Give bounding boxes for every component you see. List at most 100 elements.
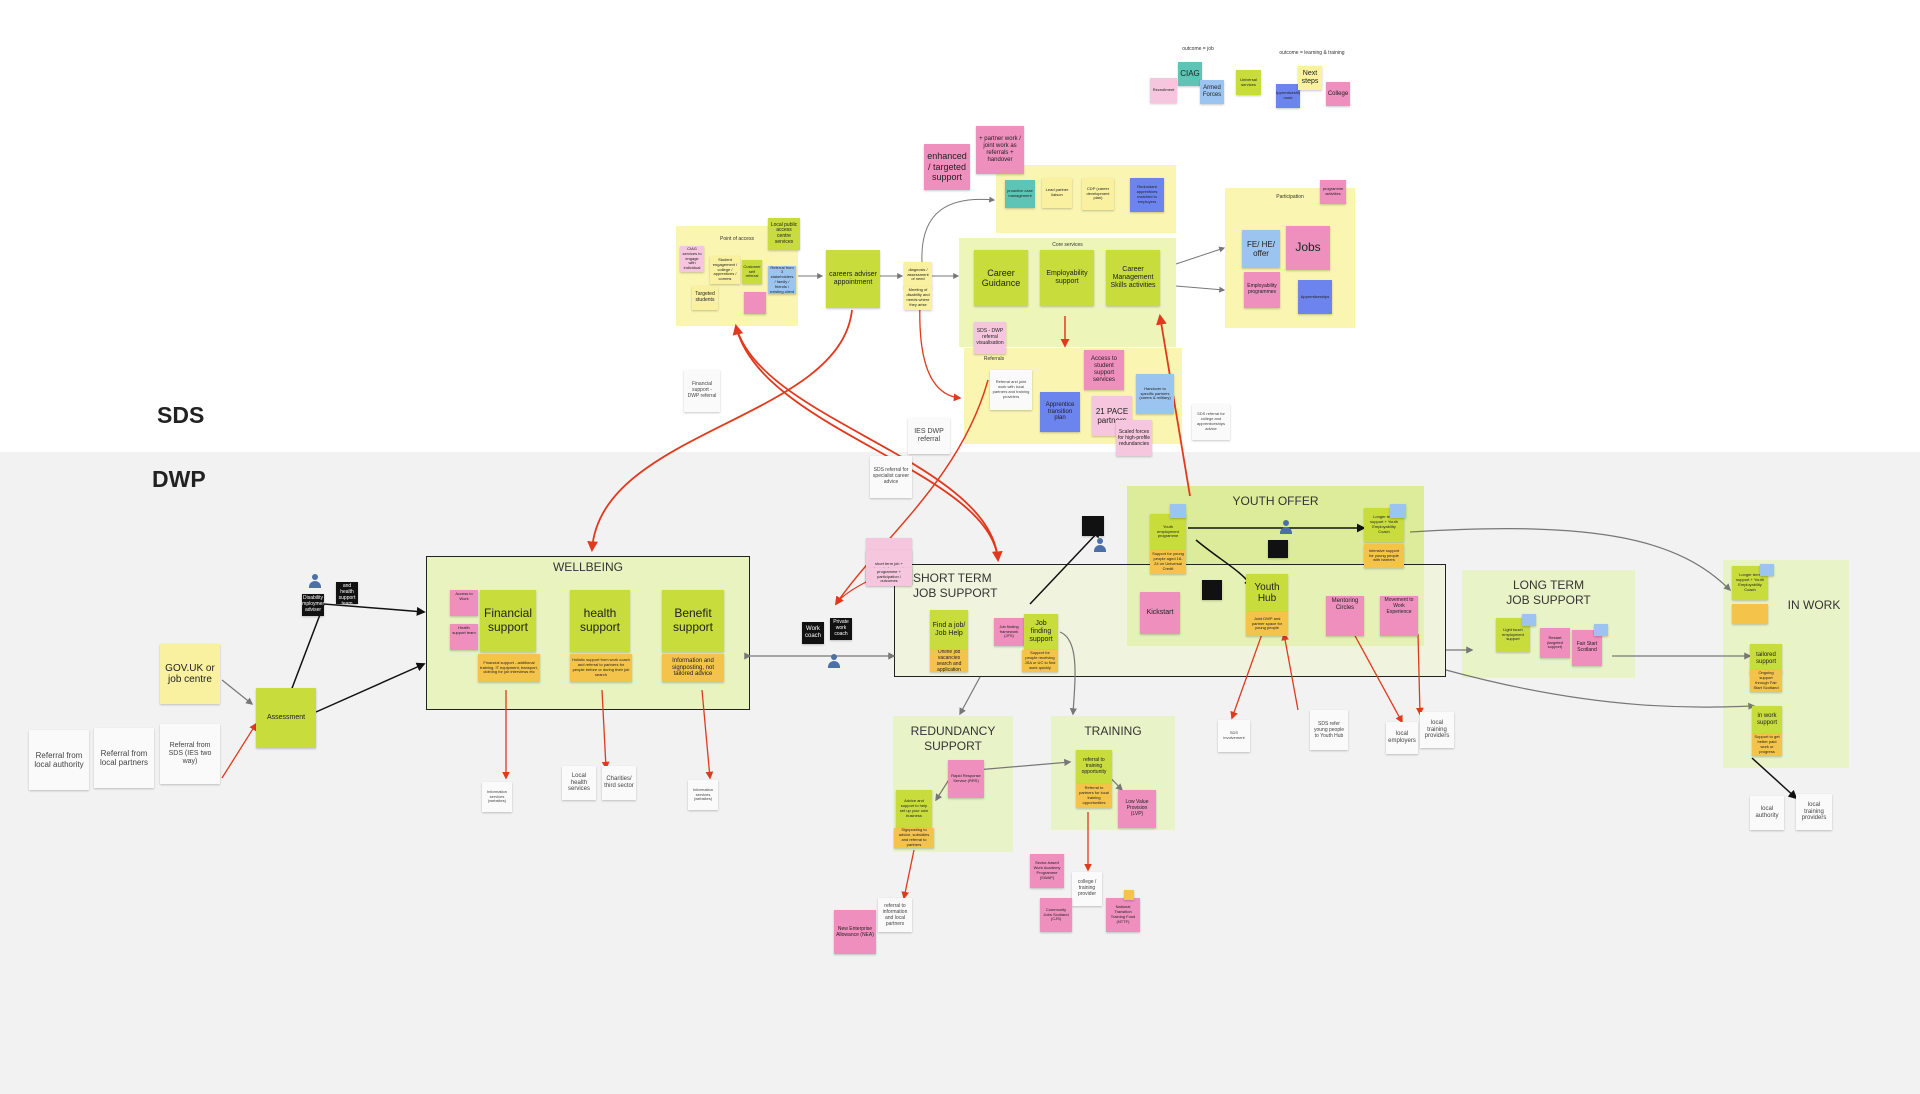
note-employability-programmes: Employability programmes bbox=[1244, 272, 1280, 308]
note-referral-from-sds: Referral from SDS (IES two way) bbox=[160, 724, 220, 784]
note-benefit-detail: Information and signposting, not tailore… bbox=[662, 654, 724, 682]
note-diagnosis: diagnosis / assessment of need bbox=[904, 262, 932, 288]
note-low-value-provision: Low Value Provision (LVP) bbox=[1118, 790, 1156, 828]
note-referral-joint-work: Referral and joint work with local partn… bbox=[990, 370, 1032, 410]
note-local-health-services: Local health services bbox=[562, 766, 596, 800]
note-job-finding-support: Job finding support bbox=[1024, 614, 1058, 650]
note-work-experience: Movement to Work Experience bbox=[1380, 596, 1418, 636]
note-kickstart: Kickstart bbox=[1140, 592, 1180, 634]
note-youth-hub: Youth Hub bbox=[1246, 574, 1288, 612]
youth-offer-title: YOUTH OFFER bbox=[1232, 494, 1319, 508]
note-sds-refer: SDS refer young people to Youth Hub bbox=[1310, 710, 1348, 750]
long-term-job-support-zone: LONG TERM JOB SUPPORT bbox=[1462, 570, 1635, 678]
legend-outcome-job: outcome = job bbox=[1182, 46, 1214, 52]
note-community-jobs: Community Jobs Scotland (CJS) bbox=[1040, 898, 1072, 932]
note-partner-work: + partner work / joint work as referrals… bbox=[976, 126, 1024, 174]
note-charities: Charities/ third sector bbox=[602, 766, 636, 800]
note-benefit-support: Benefit support bbox=[662, 590, 724, 652]
note-longer-badge bbox=[1390, 504, 1406, 518]
long-term-title: LONG TERM JOB SUPPORT bbox=[1506, 578, 1591, 607]
note-access-to-work: Access to Work bbox=[450, 590, 478, 616]
note-longer-detail: Intensive support for young people with … bbox=[1364, 544, 1404, 568]
note-handover-partners: Handover to specific partners (carers & … bbox=[1136, 374, 1174, 414]
point-of-access-title: Point of access bbox=[720, 236, 754, 242]
dwp-lane-label: DWP bbox=[152, 466, 206, 492]
note-info-services-2: Information services (websites) bbox=[688, 780, 718, 810]
note-youth-employment: Youth employment programme bbox=[1150, 514, 1186, 550]
note-youth-detail: Support for young people aged 18-24 on U… bbox=[1150, 550, 1186, 574]
note-fair-start-scotland: Fair Start Scotland bbox=[1572, 630, 1602, 666]
training-zone: TRAINING bbox=[1051, 716, 1175, 830]
note-youth-hub-detail: Joint DWP and partner space for young pe… bbox=[1246, 612, 1288, 636]
note-referral-training: referral to training opportunity bbox=[1076, 750, 1112, 784]
note-cdp: CDP (career development plan) bbox=[1082, 178, 1114, 210]
redundancy-title: REDUNDANCY SUPPORT bbox=[910, 724, 996, 753]
legend-next-steps: Next steps bbox=[1298, 66, 1322, 90]
sds-lane-label: SDS bbox=[157, 402, 205, 428]
note-mentoring-circles: Mentoring Circles bbox=[1326, 596, 1364, 636]
note-pink-small-access bbox=[744, 292, 766, 314]
note-college-training: college / training provider bbox=[1072, 872, 1102, 906]
note-barriers: Meeting of disability and needs where th… bbox=[904, 286, 932, 310]
note-apprenticeships: Apprenticeships bbox=[1298, 280, 1332, 314]
note-assessment: Assessment bbox=[256, 688, 316, 748]
person-icon bbox=[1094, 538, 1106, 552]
arrow-diagnosis-to-referrals bbox=[919, 301, 962, 402]
note-student-support-services: Access to student support services bbox=[1084, 350, 1124, 390]
note-youth-work-coach bbox=[1202, 580, 1222, 600]
note-financial-support: Financial support bbox=[480, 590, 536, 652]
note-youth-coach-badge bbox=[1082, 516, 1104, 536]
note-job-finding-framework: Job finding framework (JFS) bbox=[994, 618, 1024, 646]
note-national-badge bbox=[1124, 890, 1134, 900]
legend-recruitment: Recruitment bbox=[1150, 78, 1177, 103]
note-financial-detail: Financial support - additional training,… bbox=[478, 654, 540, 682]
note-longer-term-youth: Longer term support + Youth Employabilit… bbox=[1732, 566, 1768, 600]
note-apprentice-transition: Apprentice transition plan bbox=[1040, 392, 1080, 432]
note-ciag-engage: CIAG services to engage with individual bbox=[680, 246, 704, 272]
legend-armed-forces: Armed Forces bbox=[1200, 80, 1224, 104]
note-rrs-signposting: Signposting to advice, subsidies and ref… bbox=[894, 828, 934, 848]
in-work-title: IN WORK bbox=[1787, 598, 1841, 612]
note-referral-from: Referral from 3 stakeholders / family / … bbox=[768, 266, 796, 294]
wellbeing-title: WELLBEING bbox=[552, 560, 624, 574]
legend-universal: Universal services bbox=[1236, 70, 1261, 95]
note-student-engagement: Student engagement / college / apprentic… bbox=[710, 256, 740, 284]
note-find-a-job: Find a job/ Job Help bbox=[930, 610, 968, 650]
note-youth-badge bbox=[1170, 504, 1186, 518]
note-local-training-providers-2: local training providers bbox=[1796, 794, 1832, 830]
person-icon bbox=[828, 654, 840, 668]
note-online-job-search: Online job vacancies search and applicat… bbox=[930, 650, 968, 672]
person-icon bbox=[309, 574, 321, 588]
note-in-work-support: in work support bbox=[1752, 706, 1782, 734]
arrow-core-to-participation-2 bbox=[1175, 285, 1226, 293]
note-lead-partner: Lead partner liaison bbox=[1042, 178, 1072, 208]
note-rapid-response: Rapid Response Service (RRS) bbox=[948, 760, 984, 798]
note-local-training-providers-1: local training providers bbox=[1420, 712, 1454, 748]
note-local-employers: local employers bbox=[1386, 722, 1418, 754]
note-nea: New Enterprise Allowance (NEA) bbox=[834, 910, 876, 954]
note-local-public-access: Local public access centre services bbox=[768, 218, 800, 250]
note-redundant-apprentices: Redundant apprentices matched to employe… bbox=[1130, 178, 1164, 212]
note-inwork-orange-1 bbox=[1732, 604, 1768, 624]
note-health-support: health support bbox=[570, 590, 630, 652]
note-career-management-skills: Career Management Skills activities bbox=[1106, 250, 1160, 306]
short-term-title: SHORT TERM JOB SUPPORT bbox=[913, 571, 998, 600]
note-sds-dwp-visualisation: SDS - DWP referral visualisation bbox=[974, 322, 1006, 354]
legend-college: College bbox=[1326, 82, 1350, 106]
note-employability-support: Employability support bbox=[1040, 250, 1094, 306]
note-tailored-support: tailored support bbox=[1750, 644, 1782, 674]
note-in-work-detail: Support to get better paid work or progr… bbox=[1752, 734, 1782, 756]
legend-ciag: CIAG bbox=[1178, 62, 1202, 86]
note-health-detail: Holistic support from work coach and ref… bbox=[570, 654, 632, 682]
note-sds-involvement: SDS involvement bbox=[1218, 720, 1250, 752]
note-referral-info-partners: referral to information and local partne… bbox=[878, 898, 912, 932]
participation-title: Participation bbox=[1276, 194, 1304, 200]
note-advice-setup-business: Advice and support to help set up your o… bbox=[896, 790, 932, 828]
note-private-work-coach: Private work coach bbox=[830, 618, 852, 640]
note-work-coach: Work coach bbox=[802, 622, 824, 644]
training-title: TRAINING bbox=[1084, 724, 1142, 738]
core-services-title: Core services bbox=[1052, 242, 1083, 248]
note-restart: Restart (targeted support) bbox=[1540, 628, 1570, 658]
referrals-title: Referrals bbox=[983, 356, 1005, 362]
note-careers-adviser-appointment: careers adviser appointment bbox=[826, 250, 880, 308]
